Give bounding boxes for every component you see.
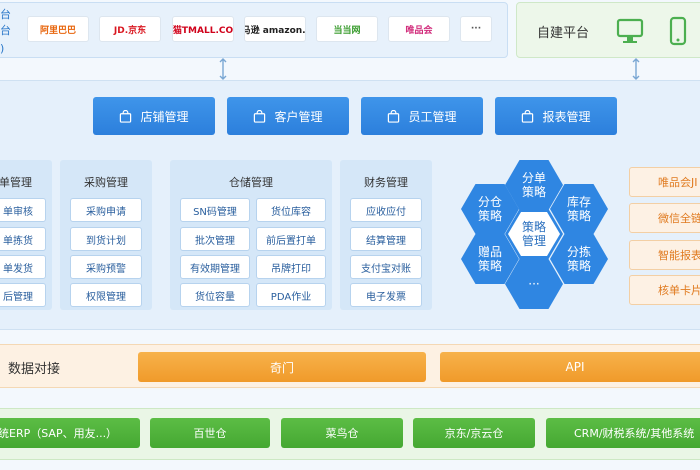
logo-amazon: 亚马逊 amazon.cn <box>244 16 306 42</box>
warehouse-func-item[interactable]: 前后置打单 <box>256 227 326 251</box>
finance-func-item[interactable]: 结算管理 <box>350 227 422 251</box>
logo-dangdang: 当当网 <box>316 16 378 42</box>
finance-module-title: 财务管理 <box>364 176 408 189</box>
warehouse-func-item[interactable]: 货位库容 <box>256 198 326 222</box>
finance-func-item[interactable]: 电子发票 <box>350 283 422 307</box>
logo-tmall: 天猫TMALL.COM <box>172 16 234 42</box>
platform-band-label-3: ) <box>0 42 5 55</box>
logo-vip: 唯品会 <box>388 16 450 42</box>
warehouse-func-item[interactable]: 货位容量 <box>180 283 250 307</box>
warehouse-func-item[interactable]: PDA作业 <box>256 283 326 307</box>
bag-icon <box>388 109 400 123</box>
strategy-hex-inventory[interactable]: 库存策略 <box>550 184 608 234</box>
purchase-func-item[interactable]: 采购预警 <box>70 255 142 279</box>
report-management-button[interactable]: 报表管理 <box>495 97 617 135</box>
warehouse-func-item[interactable]: 吊牌打印 <box>256 255 326 279</box>
phone-icon <box>668 16 688 46</box>
erp-system-button[interactable]: 统ERP（SAP、用友...） <box>0 418 140 448</box>
logo-jd: JD.京东 <box>99 16 161 42</box>
warehouse-func-item[interactable]: 批次管理 <box>180 227 250 251</box>
order-func-item[interactable]: 单发货 <box>0 255 46 279</box>
purchase-func-item[interactable]: 到货计划 <box>70 227 142 251</box>
crm-finance-other-button[interactable]: CRM/财税系统/其他系统 <box>546 418 700 448</box>
warehouse-func-item[interactable]: 有效期管理 <box>180 255 250 279</box>
finance-func-item[interactable]: 应收应付 <box>350 198 422 222</box>
strategy-hex-split-order[interactable]: 分单策略 <box>505 160 563 210</box>
self-built-platform-band <box>516 2 700 58</box>
cainiao-warehouse-button[interactable]: 菜鸟仓 <box>281 418 403 448</box>
purchase-module-title: 采购管理 <box>84 176 128 189</box>
api-button[interactable]: API <box>440 352 700 382</box>
jd-cloud-warehouse-button[interactable]: 京东/京云仓 <box>413 418 535 448</box>
best-warehouse-button[interactable]: 百世仓 <box>150 418 270 448</box>
staff-management-button[interactable]: 员工管理 <box>361 97 483 135</box>
data-integration-label: 数据对接 <box>8 362 61 377</box>
monitor-icon <box>615 16 645 46</box>
staff-management-label: 员工管理 <box>408 109 457 124</box>
store-management-button[interactable]: 店铺管理 <box>93 97 215 135</box>
logo-more: ··· <box>460 16 492 42</box>
vip-service-item[interactable]: 唯品会JI <box>629 167 700 197</box>
self-built-label: 自建平台 <box>537 26 590 41</box>
store-management-label: 店铺管理 <box>140 109 189 124</box>
strategy-hex-picking[interactable]: 分拣策略 <box>550 234 608 284</box>
bag-icon <box>254 109 266 123</box>
purchase-func-item[interactable]: 权限管理 <box>70 283 142 307</box>
finance-func-item[interactable]: 支付宝对账 <box>350 255 422 279</box>
warehouse-func-item[interactable]: SN码管理 <box>180 198 250 222</box>
vip-service-item[interactable]: 智能报表 <box>629 240 700 270</box>
vip-service-item[interactable]: 核单卡片 <box>629 275 700 305</box>
report-management-label: 报表管理 <box>542 109 591 124</box>
strategy-management-center: 策略管理 <box>508 212 560 256</box>
platform-band-label-2: 台 <box>0 24 11 37</box>
vip-service-item[interactable]: 微信全链 <box>629 203 700 233</box>
bag-icon <box>522 109 534 123</box>
customer-management-button[interactable]: 客户管理 <box>227 97 349 135</box>
bag-icon <box>120 109 132 123</box>
purchase-func-item[interactable]: 采购申请 <box>70 198 142 222</box>
order-func-item[interactable]: 单审核 <box>0 198 46 222</box>
qimen-button[interactable]: 奇门 <box>138 352 426 382</box>
order-func-item[interactable]: 单拣货 <box>0 227 46 251</box>
warehouse-module-title: 仓储管理 <box>229 176 273 189</box>
connector-arrow <box>632 58 640 80</box>
logo-alibaba: 阿里巴巴 <box>27 16 89 42</box>
platform-band-label-1: 台 <box>0 8 11 21</box>
customer-management-label: 客户管理 <box>274 109 323 124</box>
strategy-hex-more[interactable]: ··· <box>505 259 563 309</box>
order-module-title: 单管理 <box>0 176 32 189</box>
connector-arrow <box>219 58 227 80</box>
order-func-item[interactable]: 后管理 <box>0 283 46 307</box>
